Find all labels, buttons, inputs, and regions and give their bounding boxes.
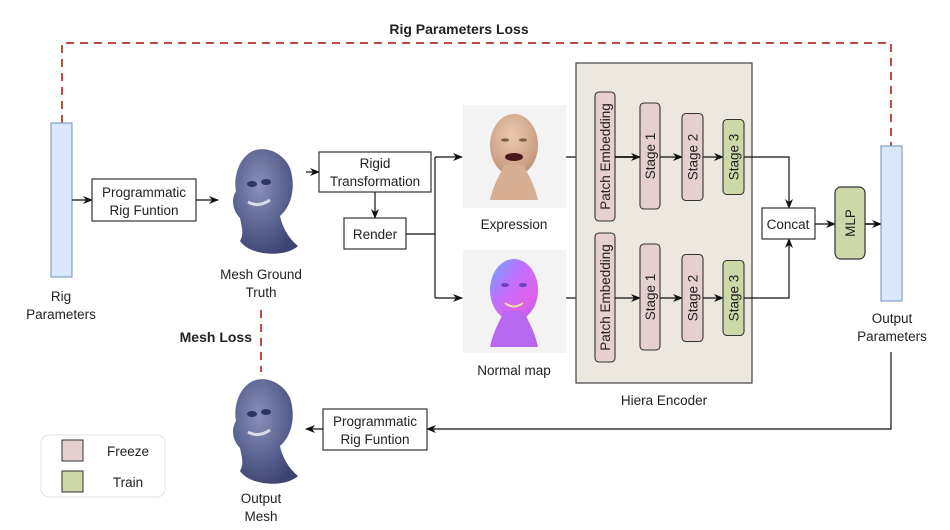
output-parameters-bar xyxy=(880,145,903,302)
normal-map-branch-patch-embedding-label: Patch Embedding xyxy=(598,244,613,351)
concat-label: Concat xyxy=(767,217,810,232)
legend-freeze-label: Freeze xyxy=(107,444,149,459)
mlp-label: MLP xyxy=(843,209,858,237)
rigid-transformation-line1: Rigid xyxy=(360,156,391,171)
expression-branch-stage-3-label: Stage 3 xyxy=(727,134,742,181)
legend-train-label: Train xyxy=(113,475,143,490)
hiera-encoder-label: Hiera Encoder xyxy=(621,393,708,408)
rig-parameters-bar xyxy=(50,122,73,278)
expression-branch-patch-embedding-label: Patch Embedding xyxy=(598,103,613,210)
mesh-ground-truth-label-line1: Mesh Ground xyxy=(220,267,302,282)
render-splitter-connector xyxy=(406,153,463,302)
expression-branch-stage-1-block xyxy=(639,102,661,210)
concat-box xyxy=(761,207,816,240)
output-parameters-label-line1: Output xyxy=(872,311,913,326)
normal-map-branch-stage-1-block xyxy=(639,243,661,351)
normal-map-branch-stage-2-label: Stage 2 xyxy=(686,275,701,322)
legend-train-swatch xyxy=(61,470,84,493)
programmatic-rig-function-bottom-line2: Rig Funtion xyxy=(340,432,409,447)
legend-freeze-swatch xyxy=(61,439,84,462)
normal-map-label: Normal map xyxy=(477,363,551,378)
mesh-ground-truth-head-icon xyxy=(233,149,298,254)
programmatic-rig-function-bottom-box xyxy=(322,408,428,451)
normal-map-image xyxy=(463,250,566,353)
rig-parameters-label-line1: Rig xyxy=(51,289,71,304)
legend: Freeze Train xyxy=(40,434,166,498)
render-label: Render xyxy=(353,227,398,242)
mesh-ground-truth-label-line2: Truth xyxy=(245,285,276,300)
normal-map-branch-stage-1-label: Stage 1 xyxy=(643,274,658,321)
stage3-to-concat-connector xyxy=(744,156,793,299)
mlp-block xyxy=(834,186,866,260)
expression-label: Expression xyxy=(481,217,548,232)
output-mesh-head-icon xyxy=(233,379,298,484)
output-mesh-label-line2: Mesh xyxy=(244,509,277,524)
expression-image xyxy=(463,105,566,208)
programmatic-rig-function-bottom-line1: Programmatic xyxy=(333,414,417,429)
expression-branch-stage-2-label: Stage 2 xyxy=(686,134,701,181)
programmatic-rig-function-top-box xyxy=(91,178,197,222)
rigid-transformation-box xyxy=(318,151,432,193)
rig-parameters-loss-connector xyxy=(61,42,892,146)
arrow-output-to-function xyxy=(426,352,892,433)
output-mesh-label-line1: Output xyxy=(241,491,282,506)
rigid-transformation-line2: Transformation xyxy=(330,174,420,189)
output-parameters-label-line2: Parameters xyxy=(857,329,927,344)
expression-branch-stage-1-label: Stage 1 xyxy=(643,133,658,180)
programmatic-rig-function-top-line1: Programmatic xyxy=(102,185,186,200)
normal-map-branch-stage-3-label: Stage 3 xyxy=(727,275,742,322)
mesh-loss-label: Mesh Loss xyxy=(180,329,253,345)
rig-parameters-loss-label: Rig Parameters Loss xyxy=(389,21,528,37)
rig-parameters-label-line2: Parameters xyxy=(26,307,96,322)
programmatic-rig-function-top-line2: Rig Funtion xyxy=(109,203,178,218)
